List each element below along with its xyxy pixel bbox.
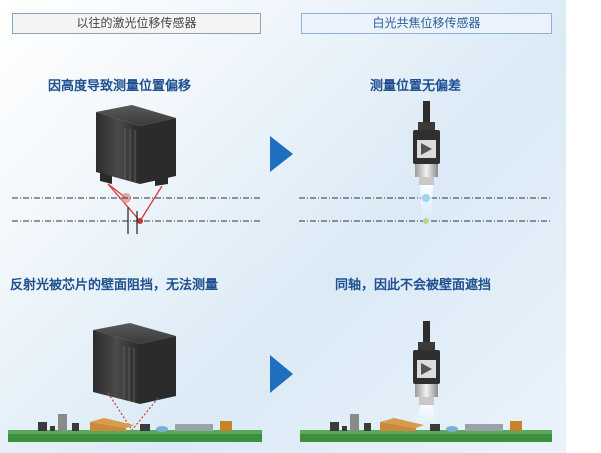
- caption-bottom-right: 同轴，因此不会被壁面遮挡: [335, 278, 492, 293]
- right-arrow-icon: [270, 355, 293, 393]
- confocal-sensor-icon: [413, 101, 440, 185]
- laser-spot-lower: [137, 218, 143, 224]
- focus-point-upper: [422, 194, 430, 202]
- right-arrow-icon: [270, 136, 293, 172]
- caption-bottom-left: 反射光被芯片的壁面阻挡，无法测量: [10, 278, 219, 293]
- pcb-board-icon: [300, 414, 552, 442]
- caption-top-right: 测量位置无偏差: [370, 79, 462, 94]
- pcb-board-icon: [8, 414, 262, 442]
- confocal-sensor-icon: [413, 321, 440, 405]
- white-light-beam-bottom: [415, 405, 438, 428]
- laser-beam-top: [107, 183, 163, 222]
- caption-top-left: 因高度导致测量位置偏移: [48, 79, 192, 94]
- header-conventional-laser: 以往的激光位移传感器: [12, 13, 261, 34]
- focus-point-lower: [423, 218, 429, 224]
- laser-sensor-icon: [93, 323, 176, 404]
- laser-sensor-icon: [96, 105, 176, 186]
- height-reference-lines: [12, 197, 552, 222]
- header-white-light-confocal: 白光共焦位移传感器: [301, 13, 552, 34]
- white-light-beam-top: [420, 185, 433, 221]
